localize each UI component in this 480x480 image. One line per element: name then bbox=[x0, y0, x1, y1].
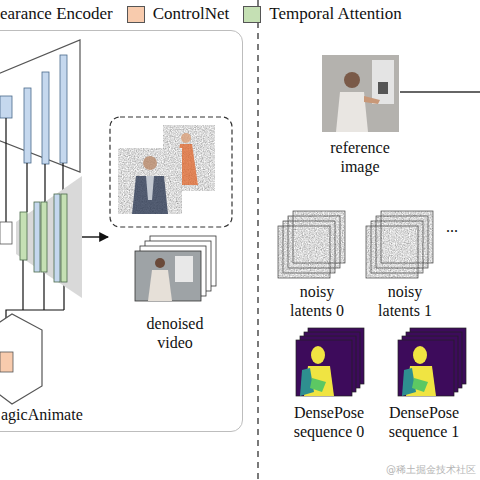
output-arrow bbox=[82, 236, 108, 237]
pose-sequence: DensePose sequence 1 bbox=[378, 315, 470, 445]
wire bbox=[400, 91, 480, 92]
controlnet-block bbox=[0, 352, 13, 372]
encoder-shape bbox=[0, 40, 80, 172]
node-label: denoised video bbox=[135, 314, 215, 352]
legend-item: ControlNet bbox=[127, 3, 230, 25]
latent-input: noisy latents 1 bbox=[360, 205, 450, 323]
node-label: noisy latents 0 bbox=[279, 282, 355, 320]
dashed-group bbox=[110, 117, 232, 227]
latent-stack bbox=[366, 211, 433, 278]
ellipsis: ... bbox=[446, 218, 458, 236]
densepose-stack bbox=[296, 328, 364, 396]
divider bbox=[257, 0, 258, 480]
reference-photo bbox=[322, 55, 399, 132]
legend-item: Temporal Attention bbox=[243, 3, 401, 25]
latent-block bbox=[0, 222, 12, 244]
legend: earance Encoder ControlNet Temporal Attent… bbox=[0, 3, 416, 25]
output-video: denoised video bbox=[128, 232, 222, 362]
legend-text: Temporal Attention bbox=[269, 3, 401, 25]
encoder-bars bbox=[0, 55, 67, 164]
latent-input: noisy latents 0 bbox=[272, 205, 362, 323]
densepose-figure bbox=[300, 346, 334, 396]
latent-stack-edges bbox=[278, 211, 345, 278]
latent-stack-edges bbox=[366, 211, 433, 278]
noisy-frame-man bbox=[118, 148, 182, 214]
unet-bars bbox=[20, 194, 67, 282]
legend-swatch bbox=[243, 6, 261, 23]
controlnet-shape bbox=[0, 314, 42, 404]
node-label: DensePose sequence 0 bbox=[285, 403, 373, 441]
densepose-figure bbox=[402, 346, 436, 396]
node-label: DensePose sequence 1 bbox=[380, 403, 468, 441]
latent-stack bbox=[278, 211, 345, 278]
legend-swatch bbox=[127, 6, 145, 23]
node-label: agicAnimate bbox=[1, 405, 141, 424]
legend-item: earance Encoder bbox=[0, 3, 113, 25]
unet-shape bbox=[16, 176, 82, 298]
node-label: reference image bbox=[320, 138, 400, 176]
model-panel: agicAnimate bbox=[0, 30, 243, 432]
video-stack bbox=[135, 236, 216, 301]
node-label: noisy latents 1 bbox=[367, 282, 443, 320]
legend-text: ControlNet bbox=[153, 3, 230, 25]
pose-sequence: DensePose sequence 0 bbox=[283, 315, 375, 445]
densepose-stack bbox=[398, 328, 466, 396]
watermark: @稀土掘金技术社区 bbox=[386, 463, 476, 477]
legend-text: earance Encoder bbox=[0, 3, 113, 25]
reference-image: reference image bbox=[313, 52, 407, 182]
video-frame-figure bbox=[148, 256, 193, 301]
